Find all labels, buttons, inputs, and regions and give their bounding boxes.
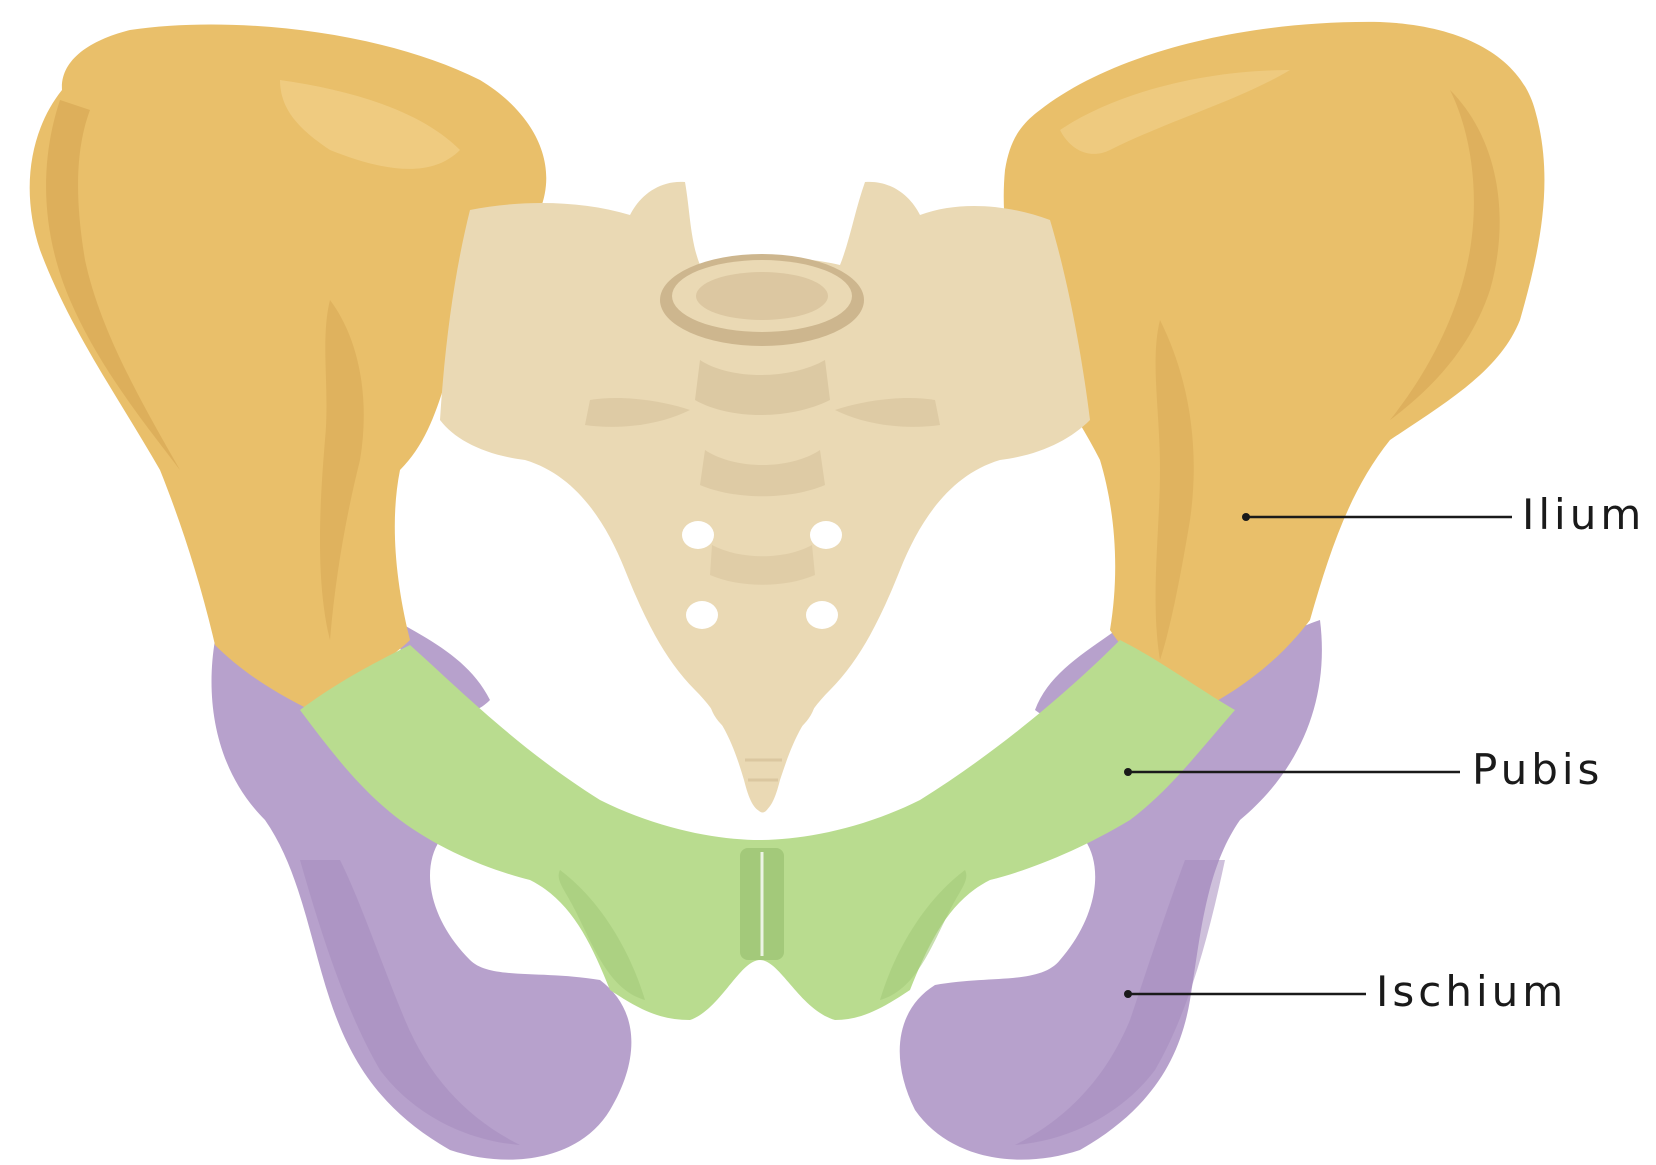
- sacrum: [440, 182, 1090, 813]
- ilium-right: [1004, 22, 1545, 710]
- label-pubis: Pubis: [1472, 749, 1603, 791]
- label-ilium: Ilium: [1522, 494, 1645, 536]
- label-ischium: Ischium: [1376, 971, 1567, 1013]
